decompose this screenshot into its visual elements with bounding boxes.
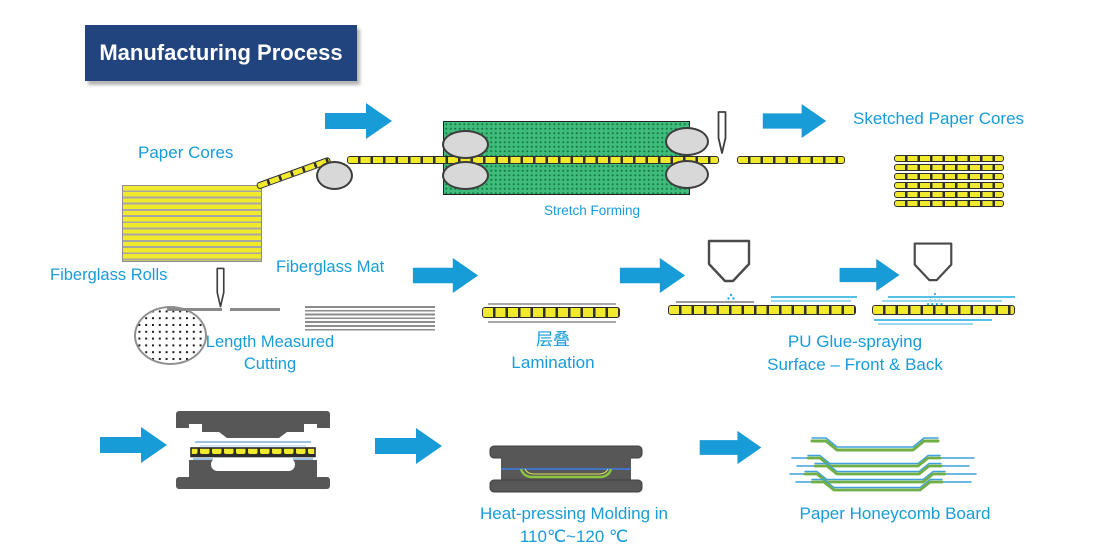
heat-pressing-label-line2: 110℃~120 ℃ bbox=[519, 527, 629, 546]
roller-icon bbox=[442, 130, 489, 159]
glue-film-line bbox=[878, 323, 973, 325]
core-strip bbox=[894, 200, 1004, 207]
glue-film-line bbox=[882, 300, 1002, 302]
lamination-mat-bottom bbox=[488, 321, 616, 323]
lamination-label-zh: 层叠 bbox=[536, 330, 570, 349]
pu-glue-label-line2: Surface – Front & Back bbox=[767, 355, 943, 374]
paper-cores-stack bbox=[122, 185, 262, 262]
flow-arrow-icon bbox=[100, 427, 167, 463]
length-measured-cutting-label: Length Measured Cutting bbox=[185, 331, 355, 375]
cut-line-left bbox=[167, 308, 222, 311]
paper-honeycomb-board-label: Paper Honeycomb Board bbox=[799, 504, 991, 523]
flow-arrow-icon bbox=[619, 257, 686, 294]
mat-edge-line bbox=[676, 301, 754, 303]
flow-arrow-icon bbox=[325, 103, 392, 139]
core-strip bbox=[894, 155, 1004, 162]
page-title: Manufacturing Process bbox=[99, 40, 343, 65]
heat-pressing-label-line1: Heat-pressing Molding in bbox=[479, 504, 669, 523]
core-strip bbox=[894, 164, 1004, 171]
lamination-mat-top bbox=[488, 303, 616, 305]
pu-glue-label-line1: PU Glue-spraying bbox=[787, 332, 923, 351]
glue-film-line bbox=[771, 296, 857, 298]
core-strip bbox=[894, 182, 1004, 189]
roller-icon bbox=[665, 127, 709, 156]
pu-glue-label: PU Glue-spraying Surface – Front & Back bbox=[745, 330, 965, 376]
lamination-label-en: Lamination bbox=[511, 353, 595, 372]
cut-line-right bbox=[230, 308, 280, 311]
heat-press-closed-icon bbox=[489, 445, 643, 493]
flow-arrow-icon bbox=[412, 257, 479, 294]
fiberglass-rolls-label: Fiberglass Rolls bbox=[50, 266, 168, 284]
glue-funnel-icon bbox=[913, 242, 953, 282]
cut-core-strip bbox=[737, 156, 845, 164]
stretch-forming-label: Stretch Forming bbox=[543, 203, 641, 218]
sketched-cores-stack bbox=[894, 155, 1004, 207]
lamination-strip bbox=[482, 307, 620, 318]
cutting-label-line2: Cutting bbox=[243, 355, 297, 373]
flow-arrow-icon bbox=[699, 430, 762, 465]
paper-cores-label: Paper Cores bbox=[138, 143, 234, 162]
core-strip-conveyor bbox=[347, 156, 719, 164]
fiberglass-mat-stack bbox=[305, 306, 435, 331]
glued-strip-front bbox=[668, 305, 856, 315]
heat-pressing-label: Heat-pressing Molding in 110℃~120 ℃ bbox=[454, 502, 694, 548]
heat-press-open-icon bbox=[176, 411, 330, 489]
roller-icon bbox=[665, 160, 709, 189]
flow-arrow-icon bbox=[762, 103, 827, 139]
glue-film-line bbox=[874, 319, 992, 321]
flow-arrow-icon bbox=[375, 428, 442, 464]
fiberglass-mat-label: Fiberglass Mat bbox=[276, 258, 385, 276]
feed-roller-icon bbox=[316, 161, 353, 190]
glue-film-line bbox=[888, 296, 1015, 298]
core-strip bbox=[894, 191, 1004, 198]
flow-arrow-icon bbox=[839, 258, 900, 292]
lamination-label: 层叠 Lamination bbox=[483, 328, 623, 374]
glued-strip-front-back bbox=[872, 305, 1015, 315]
core-strip bbox=[894, 173, 1004, 180]
fiberglass-roll-icon bbox=[134, 306, 207, 365]
title-banner: Manufacturing Process bbox=[85, 25, 357, 81]
roller-icon bbox=[442, 161, 489, 190]
glue-funnel-icon bbox=[707, 239, 751, 283]
honeycomb-board-stack-icon bbox=[789, 437, 977, 492]
glue-film-line bbox=[771, 300, 851, 302]
cutter-icon bbox=[717, 111, 727, 154]
sketched-paper-cores-label: Sketched Paper Cores bbox=[853, 109, 1025, 128]
cutting-label-line1: Length Measured bbox=[205, 333, 335, 351]
cutter-icon bbox=[216, 267, 225, 308]
